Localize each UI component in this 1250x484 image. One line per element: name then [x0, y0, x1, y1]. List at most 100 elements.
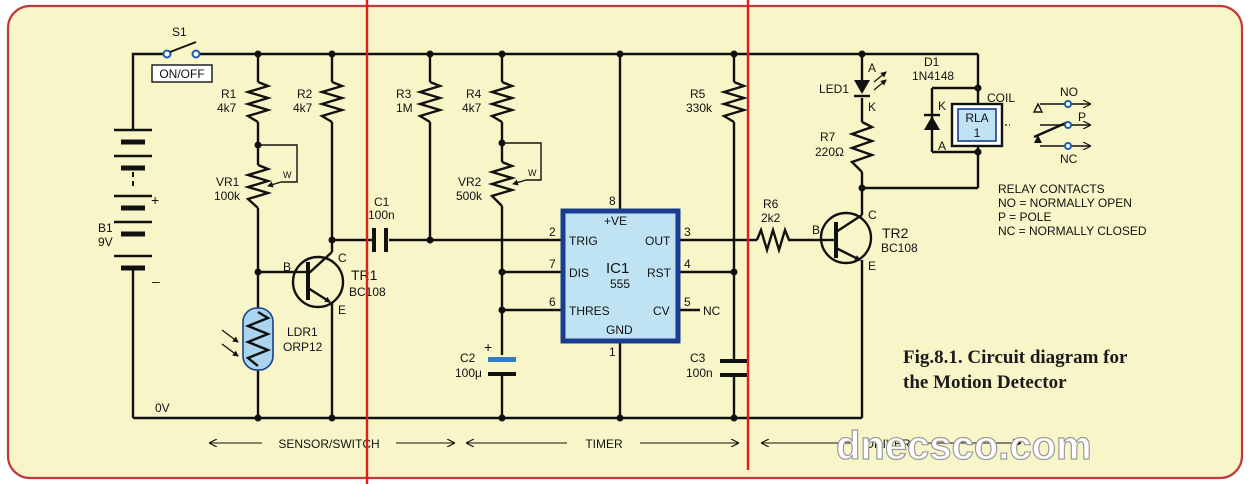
- ldr-name: LDR1: [287, 325, 318, 339]
- r2-name: R2: [297, 87, 313, 101]
- ic-nc: NC: [703, 304, 721, 318]
- capacitor-c1: C1 100n: [368, 195, 395, 252]
- r5-name: R5: [690, 87, 706, 101]
- vr2-name: VR2: [458, 175, 482, 189]
- ground-label: 0V: [155, 401, 170, 415]
- ic-pinnum-2: 2: [549, 225, 556, 239]
- resistor-r2: R2 4k7: [293, 80, 347, 124]
- section-timer: TIMER: [585, 437, 623, 451]
- r7-name: R7: [820, 130, 836, 144]
- c3-name: C3: [690, 351, 706, 365]
- ldr-ldr1: LDR1 ORP12: [221, 307, 323, 371]
- tr1-b: B: [283, 260, 291, 274]
- legend-title: RELAY CONTACTS: [998, 182, 1105, 196]
- ic-pinnum-8: 8: [609, 194, 616, 208]
- ic-name: IC1: [606, 260, 629, 277]
- ic-pin-trig: TRIG: [569, 234, 598, 248]
- tr1-e: E: [338, 303, 346, 317]
- battery-name: B1: [98, 221, 113, 235]
- transistor-tr2: B C E TR2 BC108: [812, 208, 918, 273]
- r1-value: 4k7: [217, 101, 237, 115]
- tr1-c: C: [338, 251, 347, 265]
- relay-p: P: [1078, 110, 1086, 124]
- r4-value: 4k7: [462, 101, 482, 115]
- watermark: dnecsco.com: [836, 424, 1092, 468]
- figure-caption: Fig.8.1. Circuit diagram for the Motion …: [903, 347, 1128, 393]
- r3-value: 1M: [396, 101, 413, 115]
- legend-no: NO = NORMALLY OPEN: [998, 196, 1132, 210]
- led-led1: A K LED1: [819, 61, 887, 114]
- tr1-name: TR1: [351, 267, 378, 283]
- battery-value: 9V: [98, 235, 113, 249]
- ic-pinnum-1: 1: [609, 345, 616, 359]
- relay-nc: NC: [1060, 152, 1078, 166]
- diode-cathode: K: [938, 99, 946, 113]
- resistor-r4: R4 4k7: [462, 80, 517, 124]
- r3-name: R3: [396, 87, 412, 101]
- r5-value: 330k: [686, 101, 713, 115]
- tr2-name: TR2: [882, 225, 909, 241]
- relay-number: 1: [974, 126, 981, 140]
- ic-pin-cv: CV: [653, 304, 670, 318]
- ic-pinnum-5: 5: [684, 295, 691, 309]
- ic-pinnum-6: 6: [549, 295, 556, 309]
- r1-name: R1: [221, 87, 237, 101]
- c2-name: C2: [460, 351, 476, 365]
- switch-label: ON/OFF: [159, 67, 204, 81]
- tr2-b: B: [812, 223, 820, 237]
- vr2-value: 500k: [456, 189, 483, 203]
- legend-p: P = POLE: [998, 210, 1051, 224]
- relay-rla: RLA 1 COIL: [950, 91, 1015, 148]
- ic-pinnum-3: 3: [684, 225, 691, 239]
- tr2-c: C: [868, 208, 877, 222]
- diode-anode: A: [938, 139, 946, 153]
- section-sensor: SENSOR/SWITCH: [278, 437, 379, 451]
- r4-name: R4: [466, 87, 482, 101]
- r6-name: R6: [763, 197, 779, 211]
- battery-minus: –: [152, 273, 160, 289]
- capacitor-c3: C3 100n: [686, 351, 748, 380]
- ic1-555: +VE TRIG DIS THRES GND OUT RST CV IC1 55…: [549, 194, 721, 359]
- ic-pin-rst: RST: [647, 266, 672, 280]
- c1-value: 100n: [368, 208, 395, 222]
- section-driver: DRIVER: [865, 437, 911, 451]
- resistor-r7: R7 220Ω: [815, 120, 876, 173]
- junctions: [254, 50, 982, 422]
- resistor-r6: R6 2k2: [755, 197, 793, 255]
- battery-plus: +: [151, 192, 159, 208]
- ic-pinnum-4: 4: [684, 257, 691, 271]
- potentiometer-vr2: W VR2 500k: [456, 160, 537, 207]
- r2-value: 4k7: [293, 101, 313, 115]
- relay-name: RLA: [965, 111, 988, 125]
- switch-s1: S1 ON/OFF: [151, 25, 213, 83]
- ldr-value: ORP12: [283, 340, 323, 354]
- battery-b1: + – B1 9V: [98, 128, 160, 289]
- potentiometer-vr1: W VR1 100k: [214, 163, 292, 209]
- legend-nc: NC = NORMALLY CLOSED: [998, 224, 1147, 238]
- c3-value: 100n: [686, 366, 713, 380]
- capacitor-c2: + C2 100μ: [455, 339, 516, 380]
- led-cathode: K: [868, 100, 876, 114]
- vr1-name: VR1: [216, 175, 240, 189]
- caption-line2: the Motion Detector: [903, 372, 1067, 393]
- ic-pin-thres: THRES: [569, 304, 610, 318]
- resistor-r1: R1 4k7: [217, 80, 273, 124]
- relay-contacts: NO P NC: [1032, 85, 1090, 166]
- transistor-tr1: B C E TR1 BC108: [283, 251, 386, 317]
- led-anode: A: [868, 61, 876, 75]
- relay-no: NO: [1060, 85, 1078, 99]
- c1-name: C1: [374, 195, 390, 209]
- relay-legend: RELAY CONTACTS NO = NORMALLY OPEN P = PO…: [998, 182, 1147, 238]
- relay-coil: COIL: [987, 91, 1015, 105]
- switch-name: S1: [172, 25, 187, 39]
- vr1-wiper: W: [283, 170, 292, 180]
- r6-value: 2k2: [761, 211, 781, 225]
- r7-value: 220Ω: [815, 145, 844, 159]
- ic-pin-out: OUT: [645, 234, 671, 248]
- ic-pin-gnd: GND: [606, 323, 633, 337]
- diode-type: 1N4148: [912, 69, 954, 83]
- resistor-r3: R3 1M: [396, 80, 445, 124]
- ic-pin-ve: +VE: [604, 214, 627, 228]
- c2-plus: +: [484, 339, 492, 355]
